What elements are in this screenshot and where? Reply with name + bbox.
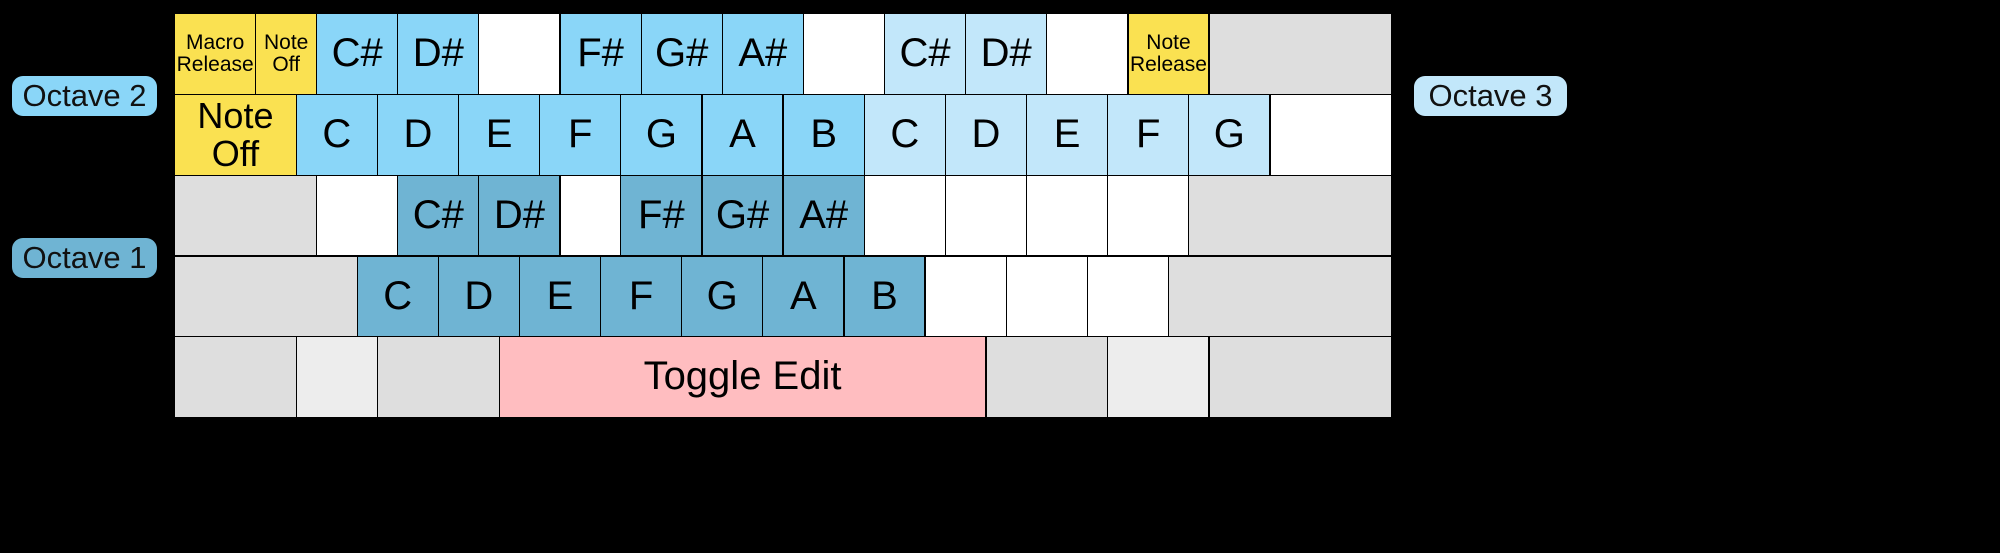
key-octave2-white-keys-e-3[interactable]: E <box>458 94 541 176</box>
key-octave1-white-keys-blank-9[interactable] <box>1005 255 1088 338</box>
key-octave2-white-keys-c-1[interactable]: C <box>295 94 378 176</box>
key-octave2-white-keys-blank-13[interactable] <box>1269 94 1392 176</box>
key-toggle-edit-row-blank-2 <box>377 336 500 418</box>
keyboard-row-toggle-edit-row: Toggle Edit <box>174 336 1392 418</box>
key-octave2-white-keys-f-11[interactable]: F <box>1107 94 1190 176</box>
key-octave2-black-keys-csharp-9[interactable]: C# <box>884 13 967 95</box>
key-octave2-black-keys-blank-11[interactable] <box>1046 13 1129 95</box>
key-octave1-black-keys-blank-4[interactable] <box>559 174 622 257</box>
key-octave2-white-keys-f-4[interactable]: F <box>539 94 622 176</box>
key-octave2-white-keys-note-off-0[interactable]: Note Off <box>174 94 297 176</box>
key-octave2-black-keys-gsharp-6[interactable]: G# <box>640 13 723 95</box>
key-octave1-white-keys-blank-10[interactable] <box>1086 255 1169 338</box>
keyboard-row-octave1-black-keys: C#D# F#G#A# <box>174 174 1392 257</box>
key-octave2-black-keys-dsharp-3[interactable]: D# <box>397 13 480 95</box>
key-octave1-black-keys-fsharp-5[interactable]: F# <box>620 174 703 257</box>
key-octave1-white-keys-d-2[interactable]: D <box>437 255 520 338</box>
key-octave2-black-keys-note-off-1[interactable]: Note Off <box>255 13 317 95</box>
key-octave1-black-keys-blank-8[interactable] <box>863 174 946 257</box>
key-octave2-white-keys-d-9[interactable]: D <box>944 94 1027 176</box>
key-octave1-black-keys-blank-1[interactable] <box>316 174 399 257</box>
key-octave2-black-keys-note-release-12[interactable]: Note Release <box>1127 13 1210 95</box>
key-octave1-black-keys-asharp-7[interactable]: A# <box>782 174 865 257</box>
key-octave1-black-keys-blank-10[interactable] <box>1026 174 1109 257</box>
key-octave1-white-keys-blank-11 <box>1168 255 1392 338</box>
key-octave2-white-keys-a-6[interactable]: A <box>701 94 784 176</box>
key-octave2-white-keys-b-7[interactable]: B <box>782 94 865 176</box>
key-octave2-white-keys-d-2[interactable]: D <box>377 94 459 176</box>
key-toggle-edit-row-blank-1 <box>295 336 378 418</box>
key-octave1-white-keys-a-6[interactable]: A <box>762 255 845 338</box>
key-octave2-black-keys-blank-8[interactable] <box>802 13 885 95</box>
key-octave2-black-keys-dsharp-10[interactable]: D# <box>965 13 1048 95</box>
key-octave1-black-keys-blank-9[interactable] <box>944 174 1027 257</box>
key-octave1-white-keys-f-4[interactable]: F <box>600 255 683 338</box>
key-octave1-white-keys-blank-8[interactable] <box>924 255 1007 338</box>
key-octave1-white-keys-e-3[interactable]: E <box>519 255 601 338</box>
key-octave1-black-keys-blank-11[interactable] <box>1107 174 1190 257</box>
key-toggle-edit-row-blank-0 <box>174 336 297 418</box>
key-octave1-black-keys-blank-12 <box>1188 174 1392 257</box>
key-octave1-black-keys-blank-0 <box>174 174 317 257</box>
key-octave2-black-keys-asharp-7[interactable]: A# <box>721 13 804 95</box>
key-toggle-edit-row-toggle-edit-3[interactable]: Toggle Edit <box>498 336 987 418</box>
octave-1-label: Octave 1 <box>12 238 157 278</box>
key-octave2-black-keys-blank-13 <box>1208 13 1392 95</box>
key-octave1-white-keys-g-5[interactable]: G <box>681 255 764 338</box>
key-octave2-white-keys-c-8[interactable]: C <box>863 94 946 176</box>
key-toggle-edit-row-blank-6 <box>1208 336 1392 418</box>
key-octave2-white-keys-e-10[interactable]: E <box>1026 94 1109 176</box>
key-toggle-edit-row-blank-5 <box>1107 336 1210 418</box>
octave-3-label: Octave 3 <box>1414 76 1567 116</box>
key-octave2-black-keys-blank-4[interactable] <box>478 13 561 95</box>
octave-2-label: Octave 2 <box>12 76 157 116</box>
key-octave1-black-keys-csharp-2[interactable]: C# <box>397 174 480 257</box>
key-toggle-edit-row-blank-4 <box>985 336 1109 418</box>
key-octave1-white-keys-c-1[interactable]: C <box>356 255 439 338</box>
key-octave2-black-keys-fsharp-5[interactable]: F# <box>559 13 642 95</box>
key-octave2-black-keys-csharp-2[interactable]: C# <box>316 13 399 95</box>
key-octave1-white-keys-blank-0 <box>174 255 358 338</box>
key-octave2-black-keys-macro-release-0[interactable]: Macro Release <box>174 13 257 95</box>
key-octave2-white-keys-g-12[interactable]: G <box>1188 94 1271 176</box>
key-octave1-black-keys-dsharp-3[interactable]: D# <box>478 174 561 257</box>
key-octave2-white-keys-g-5[interactable]: G <box>620 94 703 176</box>
key-octave1-white-keys-b-7[interactable]: B <box>843 255 926 338</box>
key-octave1-black-keys-gsharp-6[interactable]: G# <box>701 174 784 257</box>
